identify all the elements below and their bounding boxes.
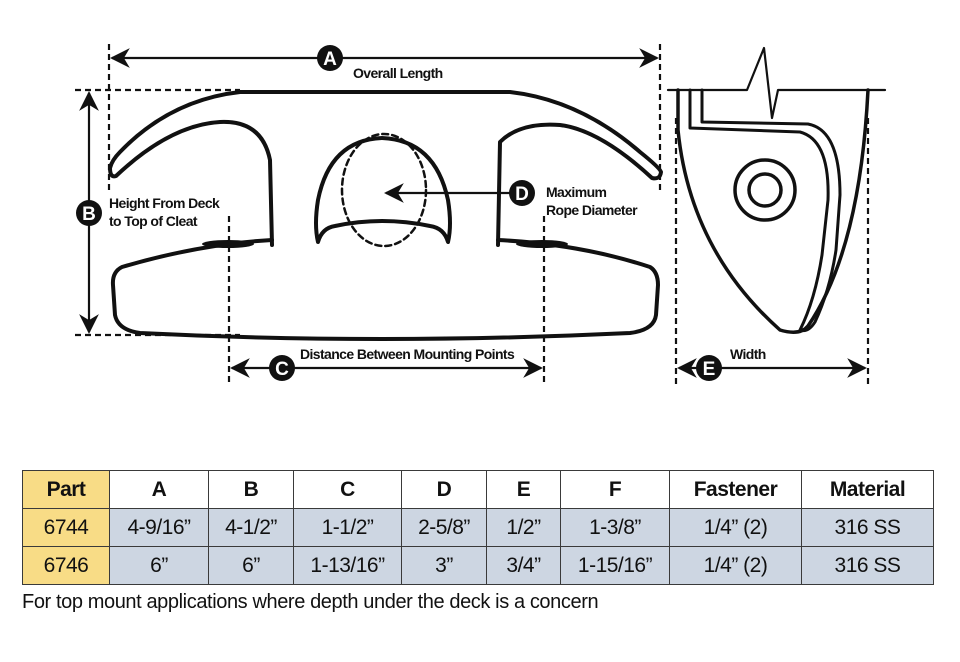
table-header-row: Part A B C D E F Fastener Material bbox=[22, 470, 934, 509]
fastener-inner-circle bbox=[747, 172, 783, 208]
label-overall-length: Overall Length bbox=[353, 65, 443, 81]
mounting-slot-right bbox=[516, 240, 568, 248]
header-part: Part bbox=[22, 470, 110, 509]
badge-d bbox=[509, 180, 535, 206]
cleat-horn-outline bbox=[108, 90, 663, 247]
label-distance-mounting: Distance Between Mounting Points bbox=[300, 346, 515, 362]
cell-d: 2-5/8” bbox=[401, 508, 487, 547]
header-c: C bbox=[293, 470, 402, 509]
header-b: B bbox=[208, 470, 294, 509]
cell-a: 6” bbox=[109, 546, 209, 585]
cell-b: 4-1/2” bbox=[208, 508, 294, 547]
cell-part: 6744 bbox=[22, 508, 110, 547]
label-max-rope-line1: Maximum bbox=[546, 184, 607, 200]
cell-e: 1/2” bbox=[486, 508, 561, 547]
table-row: 6744 4-9/16” 4-1/2” 1-1/2” 2-5/8” 1/2” 1… bbox=[22, 508, 934, 547]
header-e: E bbox=[486, 470, 561, 509]
badge-e-letter: E bbox=[703, 359, 716, 380]
badge-a bbox=[317, 45, 343, 71]
cleat-front-view bbox=[108, 90, 663, 341]
header-a: A bbox=[109, 470, 209, 509]
cell-c: 1-1/2” bbox=[293, 508, 402, 547]
deck-line bbox=[666, 46, 887, 120]
fastener-outer-circle bbox=[733, 158, 797, 222]
badge-b bbox=[76, 200, 102, 226]
header-fastener: Fastener bbox=[669, 470, 802, 509]
label-c: C Distance Between Mounting Points bbox=[269, 346, 516, 381]
cell-material: 316 SS bbox=[801, 546, 934, 585]
label-a: A Overall Length bbox=[317, 45, 443, 81]
badge-e bbox=[696, 355, 722, 381]
side-profile-arm bbox=[688, 88, 842, 333]
badge-b-letter: B bbox=[82, 204, 96, 225]
cell-e: 3/4” bbox=[486, 546, 561, 585]
badge-c-letter: C bbox=[275, 359, 289, 380]
cleat-horn-left-inner bbox=[108, 119, 274, 247]
rope-diameter-circle bbox=[340, 132, 428, 248]
cell-d: 3” bbox=[401, 546, 487, 585]
badge-c bbox=[269, 355, 295, 381]
cleat-side-view bbox=[666, 46, 887, 334]
label-e: E Width bbox=[696, 346, 766, 381]
footnote: For top mount applications where depth u… bbox=[22, 591, 599, 613]
cell-b: 6” bbox=[208, 546, 294, 585]
label-width: Width bbox=[730, 346, 766, 362]
side-profile-outer bbox=[676, 88, 870, 334]
cell-f: 1-15/16” bbox=[560, 546, 670, 585]
specification-table: Part A B C D E F Fastener Material 6744 … bbox=[22, 470, 934, 585]
cell-fastener: 1/4” (2) bbox=[669, 546, 802, 585]
header-material: Material bbox=[801, 470, 934, 509]
label-height-line2: to Top of Cleat bbox=[109, 213, 198, 229]
badge-d-letter: D bbox=[515, 184, 529, 205]
cell-fastener: 1/4” (2) bbox=[669, 508, 802, 547]
cell-c: 1-13/16” bbox=[293, 546, 402, 585]
label-b: B Height From Deck to Top of Cleat bbox=[76, 195, 221, 229]
cell-a: 4-9/16” bbox=[109, 508, 209, 547]
cleat-center-arch bbox=[314, 136, 452, 244]
table-row: 6746 6” 6” 1-13/16” 3” 3/4” 1-15/16” 1/4… bbox=[22, 546, 934, 585]
cleat-base bbox=[110, 238, 660, 341]
cell-f: 1-3/8” bbox=[560, 508, 670, 547]
cleat-dimension-diagram: A Overall Length B Height From Deck to T… bbox=[75, 44, 887, 388]
label-d: D Maximum Rope Diameter bbox=[509, 180, 639, 218]
header-d: D bbox=[401, 470, 487, 509]
mounting-slot-left bbox=[202, 240, 254, 248]
cell-part: 6746 bbox=[22, 546, 110, 585]
badge-a-letter: A bbox=[323, 49, 337, 70]
extension-lines bbox=[75, 44, 870, 388]
label-height-line1: Height From Deck bbox=[109, 195, 220, 211]
cell-material: 316 SS bbox=[801, 508, 934, 547]
header-f: F bbox=[560, 470, 670, 509]
label-max-rope-line2: Rope Diameter bbox=[546, 202, 638, 218]
